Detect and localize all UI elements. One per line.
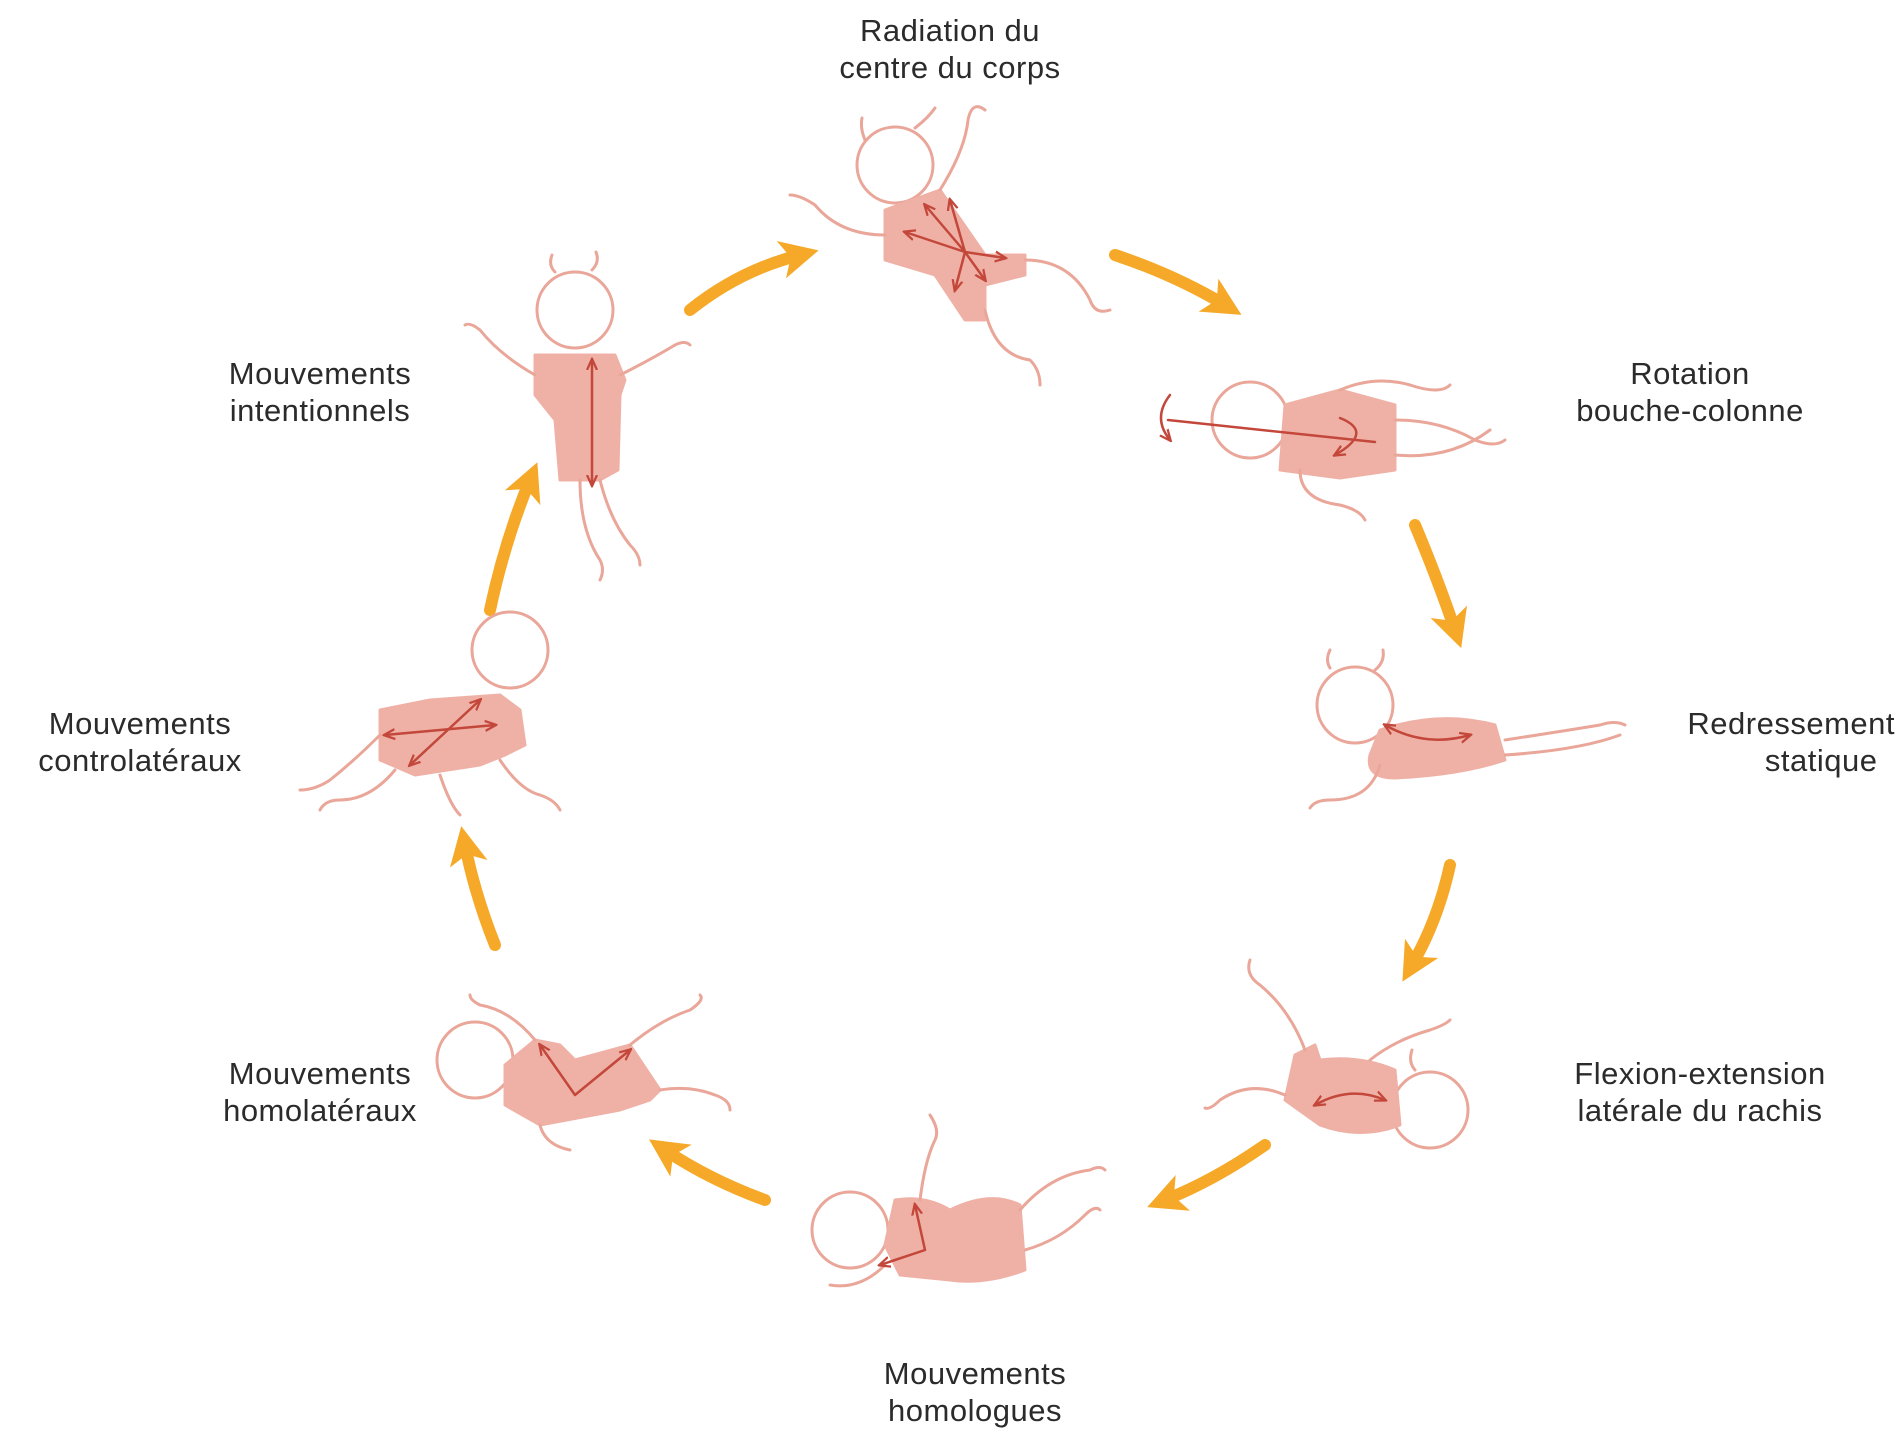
- baby-arm: [1310, 765, 1380, 808]
- baby-head: [1212, 382, 1288, 458]
- baby-torso: [1285, 1045, 1400, 1133]
- label-flexion-line2: latérale du rachis: [1574, 1092, 1825, 1129]
- baby-leg-upper: [1505, 723, 1625, 741]
- label-intentionnels-line1: Mouvements: [229, 355, 411, 392]
- label-radiation-line2: centre du corps: [839, 49, 1060, 86]
- baby-arm-upper: [920, 1115, 937, 1200]
- cycle-arrow-homologues-to-homolateraux: [665, 1150, 765, 1200]
- baby-leg-lower: [1205, 1089, 1285, 1109]
- label-homologues-line1: Mouvements: [884, 1355, 1066, 1392]
- baby-homolateraux-figure: [437, 995, 730, 1150]
- cycle-arrow-redressement-to-flexion: [1412, 865, 1450, 965]
- baby-controlateraux-figure: [300, 612, 560, 815]
- baby-torso: [505, 1040, 660, 1125]
- label-rotation-line2: bouche-colonne: [1576, 392, 1804, 429]
- label-homolateraux-line2: homolatéraux: [223, 1092, 417, 1129]
- label-controlateraux-line1: Mouvements: [38, 705, 241, 742]
- label-redressement-line1: Redressement: [1687, 705, 1895, 742]
- baby-ear: [1411, 1050, 1415, 1070]
- baby-arm-upper: [940, 107, 985, 190]
- baby-arm-right: [500, 760, 560, 810]
- label-homologues: Mouvements homologues: [884, 1355, 1066, 1429]
- baby-torso: [885, 1199, 1025, 1282]
- baby-arm-upper: [1340, 381, 1450, 390]
- cycle-arrow-flexion-to-homologues: [1165, 1145, 1265, 1200]
- baby-leg-right: [1025, 260, 1110, 311]
- baby-head: [437, 1022, 513, 1098]
- label-homologues-line2: homologues: [884, 1392, 1066, 1429]
- baby-redressement-figure: [1310, 650, 1625, 808]
- baby-head: [857, 127, 933, 203]
- baby-ears: [551, 252, 598, 272]
- label-flexion-line1: Flexion-extension: [1574, 1055, 1825, 1092]
- label-rotation-line1: Rotation: [1576, 355, 1804, 392]
- label-radiation-line1: Radiation du: [839, 12, 1060, 49]
- baby-arm-left: [790, 195, 885, 235]
- baby-flexion-figure: [1205, 960, 1468, 1148]
- baby-head: [472, 612, 548, 688]
- label-redressement: Redressement statique: [1687, 705, 1895, 779]
- cycle-arrow-rotation-to-redressement: [1415, 525, 1455, 630]
- baby-leg-upper: [300, 735, 380, 790]
- baby-arm-left: [440, 775, 460, 815]
- label-homolateraux-line1: Mouvements: [223, 1055, 417, 1092]
- baby-homologues-figure: [812, 1115, 1105, 1286]
- baby-head: [1392, 1072, 1468, 1148]
- baby-leg-lower: [1025, 1208, 1100, 1250]
- baby-rotation-figure: [1161, 381, 1505, 520]
- cycle-arrow-intentionnels-to-radiation: [690, 255, 800, 310]
- label-intentionnels: Mouvements intentionnels: [229, 355, 411, 429]
- baby-leg-lower: [985, 310, 1040, 385]
- baby-leg-mid: [1395, 430, 1490, 456]
- label-redressement-line2: statique: [1687, 742, 1895, 779]
- cycle-arrow-homolateraux-to-controlateraux: [465, 845, 495, 945]
- cycle-arrow-controlateraux-to-intentionnels: [490, 480, 530, 610]
- baby-leg-lower: [660, 1088, 730, 1110]
- cycle-arrow-radiation-to-rotation: [1115, 255, 1225, 305]
- baby-arm-right: [620, 343, 690, 376]
- baby-leg-upper: [1020, 1168, 1105, 1211]
- baby-leg-right: [600, 480, 640, 565]
- label-controlateraux-line2: controlatéraux: [38, 742, 241, 779]
- baby-arm-lower: [540, 1125, 570, 1150]
- baby-intentionnels-figure: [465, 252, 690, 580]
- baby-leg-upper: [1249, 960, 1305, 1050]
- baby-figures: [300, 107, 1625, 1286]
- label-intentionnels-line2: intentionnels: [229, 392, 411, 429]
- baby-torso: [535, 355, 625, 480]
- label-controlateraux: Mouvements controlatéraux: [38, 705, 241, 779]
- baby-leg-lower: [320, 770, 395, 810]
- baby-torso: [885, 190, 1025, 320]
- label-flexion: Flexion-extension latérale du rachis: [1574, 1055, 1825, 1129]
- label-radiation: Radiation du centre du corps: [839, 12, 1060, 86]
- label-rotation: Rotation bouche-colonne: [1576, 355, 1804, 429]
- baby-leg-upper: [630, 995, 701, 1045]
- label-homolateraux: Mouvements homolatéraux: [223, 1055, 417, 1129]
- baby-head: [812, 1192, 888, 1268]
- baby-head: [537, 272, 613, 348]
- baby-leg-left: [580, 480, 603, 580]
- baby-radiation-figure: [790, 107, 1110, 385]
- baby-arm-left: [465, 324, 535, 375]
